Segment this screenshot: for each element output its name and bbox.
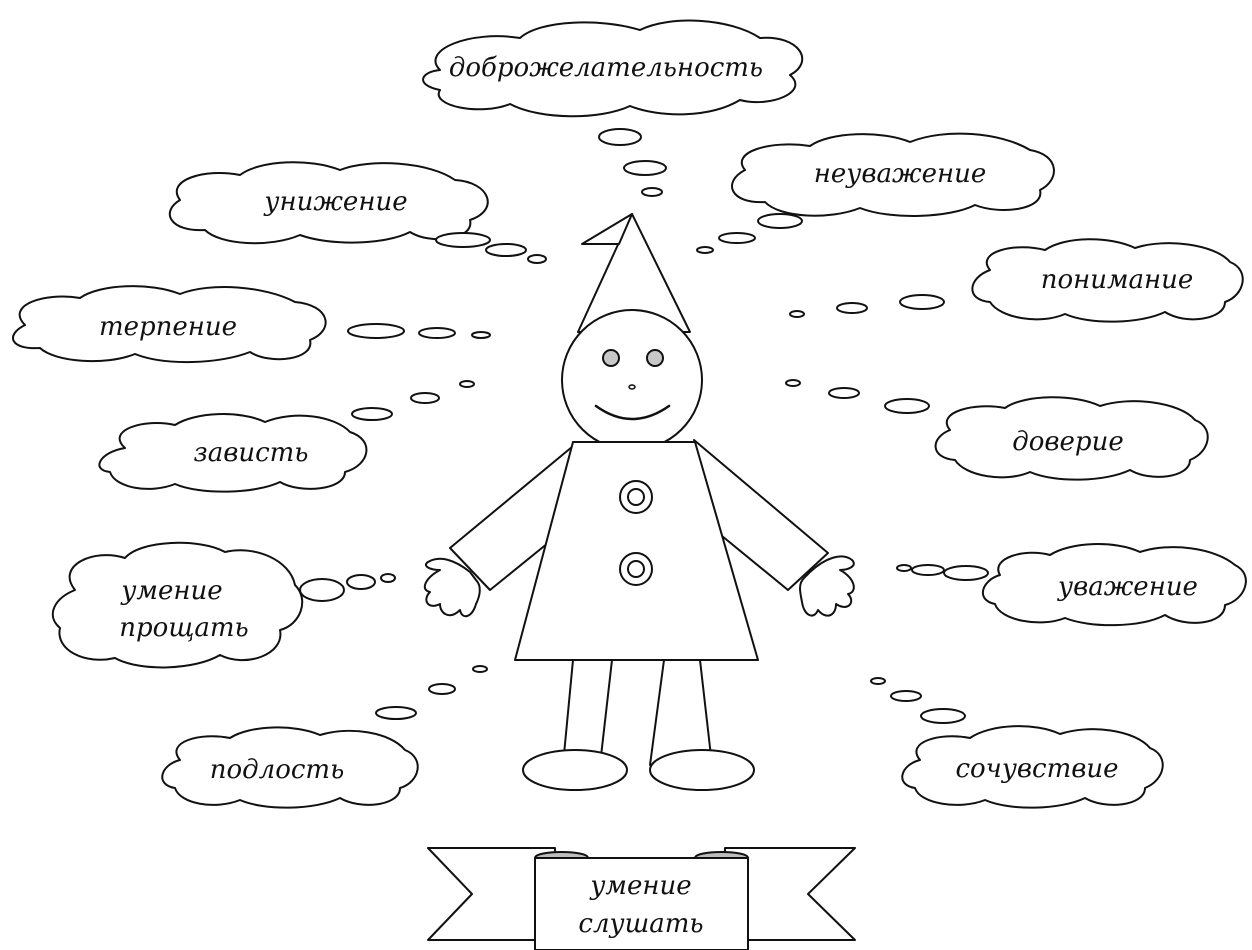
- cloud-ponimanie: понимание: [971, 238, 1244, 323]
- thought-bubble: [435, 232, 491, 248]
- button-top-inner: [627, 488, 645, 506]
- cloud-label-zavist: зависть: [194, 438, 309, 468]
- cloud-label-uvazhenie: уважение: [1057, 572, 1198, 602]
- left-hand: [423, 557, 481, 618]
- cloud-label-podlost: подлость: [210, 755, 344, 785]
- thought-bubble: [351, 407, 393, 421]
- thought-bubble: [471, 331, 491, 339]
- thought-bubble: [884, 398, 930, 414]
- ribbon-center: [534, 857, 749, 950]
- thought-bubble: [899, 294, 945, 310]
- thought-bubble: [870, 677, 886, 685]
- thought-bubble: [418, 327, 456, 339]
- hat-flag: [581, 213, 633, 245]
- cloud-sochuvstvie: сочувствие: [901, 725, 1164, 809]
- thought-bubble: [920, 708, 966, 724]
- smile: [594, 404, 671, 421]
- cloud-label-umenie-proshchat-line2: прощать: [119, 613, 248, 643]
- cloud-label-unizhenie: унижение: [263, 187, 407, 217]
- thought-bubble: [299, 578, 345, 602]
- thought-bubble: [890, 690, 922, 702]
- cloud-label-terpenie: терпение: [99, 312, 237, 342]
- ribbon-right-tail: [724, 847, 856, 941]
- right-foot: [649, 749, 755, 791]
- thought-bubble: [346, 574, 376, 590]
- ribbon-curl-right: [694, 851, 749, 859]
- thought-bubble: [527, 254, 547, 264]
- cloud-label-neuvazhenie: неуважение: [814, 159, 986, 189]
- right-eye: [646, 349, 664, 367]
- thought-bubble: [757, 213, 803, 229]
- left-eye: [602, 349, 620, 367]
- nose: [628, 384, 636, 390]
- thought-bubble: [836, 302, 868, 314]
- cloud-label-ponimanie: понимание: [1041, 265, 1194, 295]
- left-foot: [522, 749, 628, 791]
- body: [514, 441, 759, 661]
- thought-bubble: [789, 310, 805, 318]
- cloud-top: доброжелательность: [422, 19, 804, 118]
- thought-bubble: [911, 564, 945, 576]
- ribbon-left-tail: [427, 847, 556, 941]
- ribbon-banner: умение слушать: [427, 847, 856, 950]
- banner-line1: умение: [589, 871, 691, 901]
- right-hand: [799, 555, 855, 617]
- thought-bubble: [598, 128, 642, 146]
- cloud-unizhenie: унижение: [168, 161, 489, 245]
- thought-bubble: [943, 565, 989, 581]
- thought-bubble: [785, 379, 801, 387]
- thought-bubble: [696, 246, 714, 254]
- thought-bubble: [428, 683, 456, 695]
- thought-bubble: [623, 160, 667, 176]
- banner-line2: слушать: [578, 909, 703, 939]
- cloud-neuvazhenie: неуважение: [731, 132, 1055, 217]
- cloud-doverie: доверие: [934, 396, 1209, 481]
- thought-bubble: [459, 380, 475, 388]
- cloud-label-sochuvstvie: сочувствие: [955, 754, 1118, 784]
- button-bottom-inner: [627, 560, 645, 578]
- ribbon-curl-left: [534, 851, 589, 859]
- thought-bubble: [472, 665, 488, 673]
- cloud-podlost: подлость: [161, 726, 419, 809]
- thought-bubble: [380, 573, 396, 583]
- cloud-umenie-proshchat: умение прощать: [51, 541, 304, 669]
- thought-bubble: [641, 187, 663, 197]
- thought-bubble: [347, 323, 405, 339]
- clown-figure: [423, 213, 855, 791]
- cloud-label-doverie: доверие: [1012, 427, 1123, 457]
- thought-bubble: [828, 387, 860, 399]
- head: [561, 309, 703, 451]
- cloud-label-top: доброжелательность: [449, 53, 763, 83]
- thought-bubble: [375, 706, 417, 720]
- cloud-uvazhenie: уважение: [982, 543, 1247, 627]
- cloud-zavist: зависть: [98, 413, 368, 493]
- cloud-label-umenie-proshchat-line1: умение: [120, 576, 222, 606]
- thought-bubble: [485, 243, 527, 257]
- thought-bubble: [896, 564, 912, 572]
- thought-bubble: [410, 392, 440, 404]
- cloud-terpenie: терпение: [12, 285, 327, 364]
- thought-bubble: [718, 232, 756, 244]
